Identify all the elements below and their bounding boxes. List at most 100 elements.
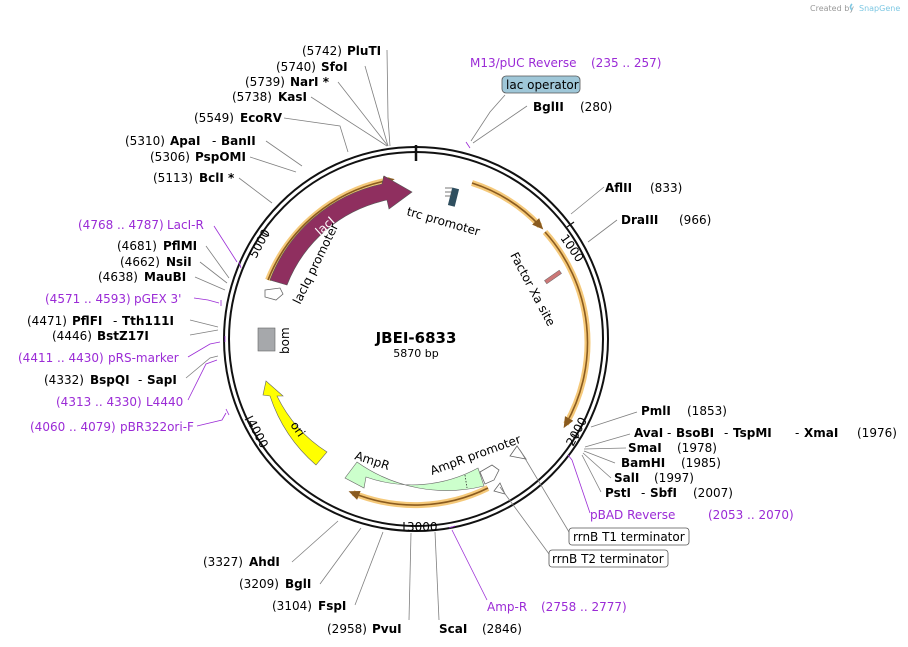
pflmi-pos: (4681): [117, 239, 157, 253]
ampr-primer-name: Amp-R: [487, 600, 527, 614]
leader-maubi: [194, 276, 226, 291]
bamhi-name: BamHI: [621, 456, 665, 470]
bcli-pos: (5113): [153, 171, 193, 185]
leader-bgli: [319, 527, 362, 585]
svg-text:-: -: [113, 314, 117, 328]
tick-label-3000: 3000: [407, 520, 438, 534]
laciq-promoter-feature: [264, 287, 284, 301]
leader-draiii: [587, 219, 618, 243]
sfoi-name: SfoI: [321, 60, 348, 74]
bspqi-name: BspQI: [90, 373, 130, 387]
sali-name: SalI: [614, 471, 639, 485]
ecorv-name: EcoRV: [240, 111, 283, 125]
tick-2000: [571, 433, 580, 439]
pspomi-name: PspOMI: [195, 150, 246, 164]
svg-text:-: -: [138, 373, 142, 387]
ampr-primer-mark: [448, 525, 456, 529]
maubi-name: MauBI: [144, 270, 186, 284]
snapgene-brand: SnapGene: [859, 4, 900, 13]
laci-feature: [269, 175, 413, 286]
leader-psti: [581, 454, 602, 493]
snapgene-logo: SnapGene: [849, 3, 900, 13]
leader-apai: [265, 140, 303, 167]
aflii-pos: (833): [650, 181, 682, 195]
laci-r-name: LacI-R: [167, 218, 204, 232]
psti-name: PstI: [605, 486, 631, 500]
bcli-name: BclI *: [199, 171, 235, 185]
kasi-name: KasI: [278, 90, 307, 104]
bglii-name: BglII: [533, 100, 564, 114]
l4440-name: L4440: [146, 395, 183, 409]
sfoi-pos: (5740): [276, 60, 316, 74]
nsii-name: NsiI: [166, 255, 192, 269]
sbfi-name: SbfI: [650, 486, 677, 500]
ahdi-pos: (3327): [203, 555, 243, 569]
bamhi-pos: (1985): [681, 456, 721, 470]
leader-bcli: [238, 177, 273, 204]
leader-bspqi: [185, 355, 219, 379]
pflfi-name: PflFI: [72, 314, 102, 328]
leader-fspi: [354, 531, 384, 606]
rrnb-t2-box: rrnB T2 terminator: [548, 549, 669, 568]
apai-name: ApaI: [170, 134, 200, 148]
svg-text:-: -: [212, 134, 216, 148]
pbr322-name: pBR322ori-F: [120, 420, 194, 434]
leader-sali: [582, 452, 612, 479]
scai-pos: (2846): [482, 622, 522, 636]
created-by-label: Created by: [810, 4, 854, 13]
leader-plut1: [386, 49, 391, 147]
banii-name: BanII: [221, 134, 256, 148]
leader-lac-operator: [470, 94, 506, 142]
smai-name: SmaI: [628, 441, 662, 455]
ori-feature: [262, 380, 328, 466]
laci-r-primer-mark: [238, 261, 242, 269]
bgli-name: BglI: [285, 577, 311, 591]
plasmid-name: JBEI-6833: [375, 329, 457, 347]
ampr-promoter-feature: [479, 464, 500, 485]
lac-operator-label: lac operator: [506, 78, 579, 92]
draiii-name: DraIII: [621, 213, 658, 227]
tspmi-name: TspMI: [733, 426, 772, 440]
leader-pvui: [408, 532, 412, 621]
leader-ecorv: [283, 117, 349, 153]
tick-5000: [261, 231, 270, 237]
svg-text:-: -: [641, 486, 645, 500]
leader-pspomi: [249, 156, 297, 173]
bstz17i-name: BstZ17I: [97, 329, 149, 343]
bgli-pos: (3209): [239, 577, 279, 591]
avai-name: AvaI: [634, 426, 663, 440]
bstz17i-pos: (4446): [52, 329, 92, 343]
m13-range: (235 .. 257): [591, 56, 661, 70]
leader-laci-r: [213, 225, 238, 263]
pmli-pos: (1853): [687, 404, 727, 418]
svg-text:-: -: [667, 426, 671, 440]
l4440-range: (4313 .. 4330): [56, 395, 142, 409]
leader-pflmi: [205, 245, 230, 279]
sapi-name: SapI: [147, 373, 177, 387]
rrnb-t1-label: rrnB T1 terminator: [573, 530, 685, 544]
pspomi-pos: (5306): [150, 150, 190, 164]
orf-arc-2: [544, 231, 589, 429]
factor-xa-label: Factor Xa site: [507, 250, 558, 329]
tick-4000: [244, 415, 254, 421]
tick-1000: [566, 221, 575, 228]
ampr-primer-range: (2758 .. 2777): [541, 600, 627, 614]
leader-ampr-primer: [451, 529, 488, 601]
leader-l4440: [187, 359, 218, 401]
prs-range: (4411 .. 4430): [18, 351, 104, 365]
ampr-divider: [464, 474, 468, 489]
leader-bamhi: [583, 450, 616, 464]
pbr322-range: (4060 .. 4079): [30, 420, 116, 434]
orf-arc-4: [267, 176, 395, 281]
pvui-pos: (2958): [327, 622, 367, 636]
leader-nsii: [199, 261, 228, 284]
tick-label-1000: 1000: [558, 232, 587, 265]
leader-pbr322: [196, 412, 227, 427]
kasi-pos: (5738): [232, 90, 272, 104]
plasmid-size: 5870 bp: [393, 347, 438, 360]
bglii-pos: (280): [580, 100, 612, 114]
ecorv-pos: (5549): [194, 111, 234, 125]
orf-arc-1: [471, 182, 544, 230]
orf-arc-3: [348, 487, 489, 506]
